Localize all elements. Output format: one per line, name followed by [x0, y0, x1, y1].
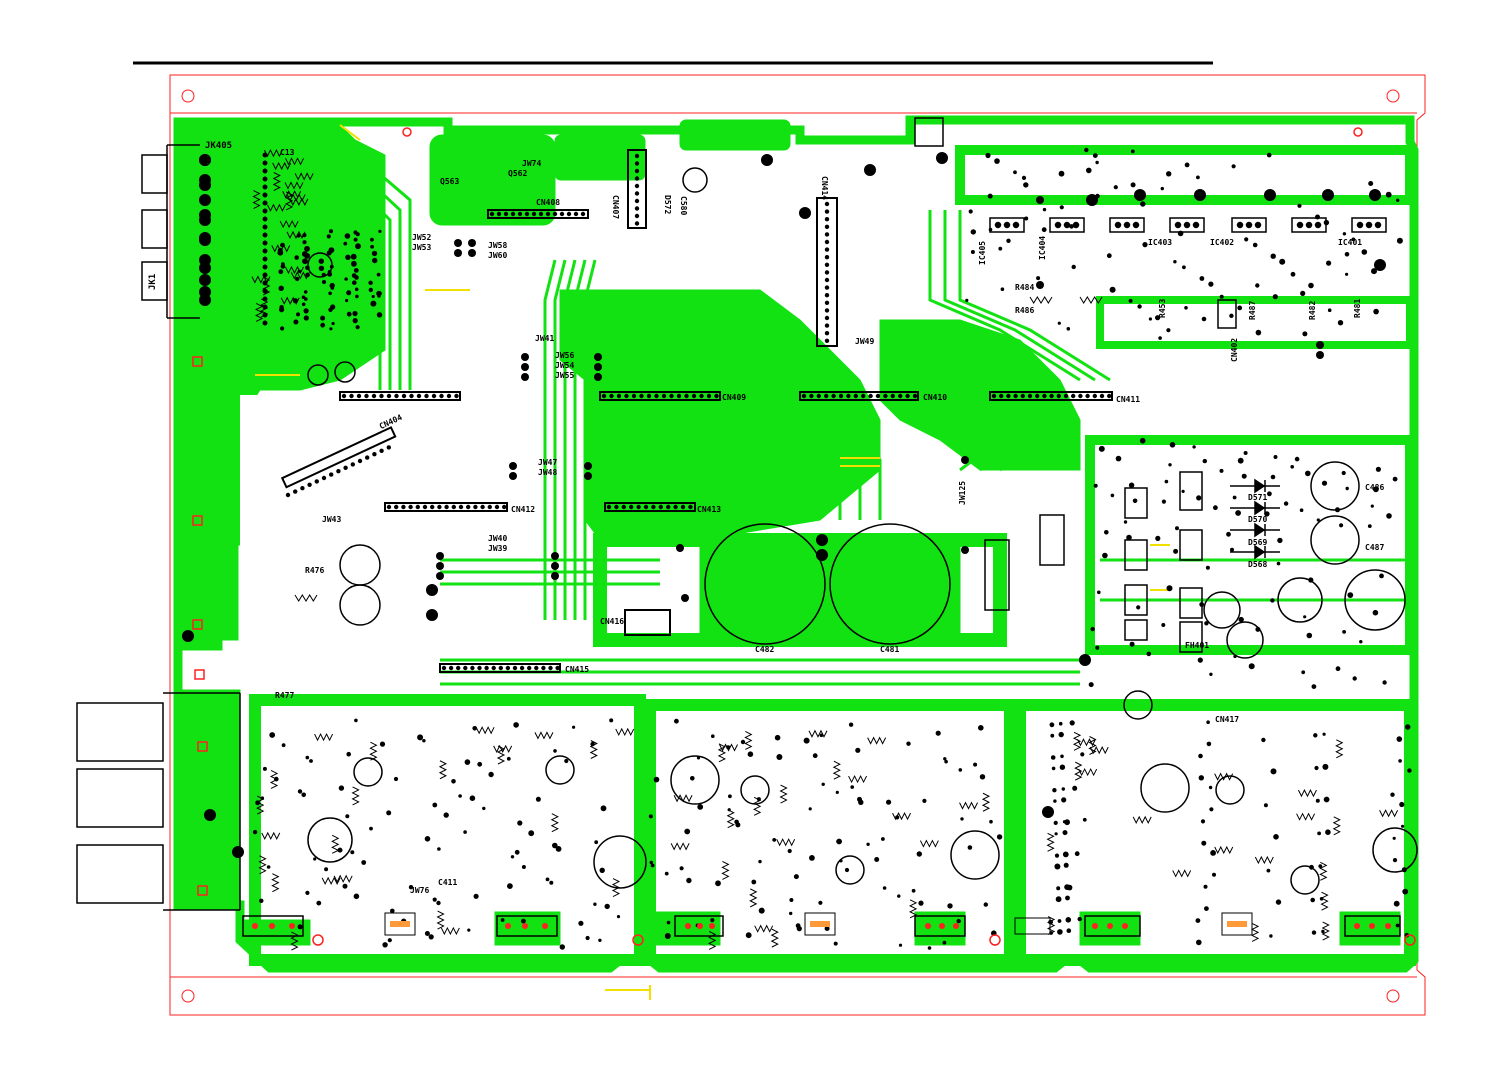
big-capacitors — [307, 167, 1418, 895]
label-jw39: JW39 — [488, 544, 507, 553]
label-r453: R453 — [1158, 299, 1167, 318]
label-cn411: CN411 — [1116, 395, 1140, 404]
label-jk1: JK1 — [148, 274, 158, 290]
board-outline — [169, 74, 1426, 1016]
label-jw48: JW48 — [538, 468, 557, 477]
label-c580: C580 — [679, 196, 688, 215]
capacitor-c481 — [829, 523, 951, 645]
label-r487: R487 — [1248, 301, 1257, 320]
label-cn413: CN413 — [697, 505, 721, 514]
label-r476: R476 — [305, 566, 324, 575]
pin-headers — [280, 149, 1113, 673]
label-ic403: IC403 — [1148, 238, 1172, 247]
label-jw52: JW52 — [412, 233, 431, 242]
label-c482: C482 — [755, 645, 774, 654]
label-jw53: JW53 — [412, 243, 431, 252]
label-jw74: JW74 — [522, 159, 541, 168]
label-cn412: CN412 — [511, 505, 535, 514]
label-cn416: CN416 — [600, 617, 624, 626]
label-r481: R481 — [1353, 299, 1362, 318]
speaker-terminal-3 — [76, 844, 164, 904]
label-jw55: JW55 — [555, 371, 574, 380]
regulator-row — [989, 217, 1387, 233]
red-markers — [192, 127, 1416, 946]
label-jw41: JW41 — [535, 334, 554, 343]
label-jw76: JW76 — [410, 886, 429, 895]
label-jw54: JW54 — [555, 361, 574, 370]
label-c13: C13 — [280, 148, 295, 157]
diode-symbols — [1230, 478, 1280, 560]
label-cn408: CN408 — [536, 198, 560, 207]
label-jw58: JW58 — [488, 241, 507, 250]
silkscreen-labels: JK405 JK1 Q563 JW74 Q562 CN408 CN407 D57… — [148, 141, 1384, 895]
capacitor-c486 — [1310, 461, 1360, 511]
label-jw125: JW125 — [958, 481, 967, 505]
label-ic401: IC401 — [1338, 238, 1362, 247]
resistor-symbols — [251, 148, 1399, 951]
label-fh401: FH401 — [1185, 641, 1209, 650]
rca-jacks — [76, 144, 241, 911]
fuse-holders — [914, 117, 1237, 653]
label-ic404: IC404 — [1038, 236, 1047, 260]
heatsink-clips — [242, 912, 1401, 937]
label-d572: D572 — [663, 195, 672, 214]
yellow-silk-lines — [255, 124, 1170, 1000]
label-cn410: CN410 — [923, 393, 947, 402]
speaker-terminal-1 — [76, 702, 164, 762]
label-jw49: JW49 — [855, 337, 874, 346]
label-cn417: CN417 — [1215, 715, 1239, 724]
label-q563: Q563 — [440, 177, 459, 186]
label-jw60: JW60 — [488, 251, 507, 260]
label-d570: D570 — [1248, 515, 1267, 524]
label-c487: C487 — [1365, 543, 1384, 552]
label-c486: C486 — [1365, 483, 1384, 492]
label-cn415: CN415 — [565, 665, 589, 674]
label-c481: C481 — [880, 645, 899, 654]
label-r486: R486 — [1015, 306, 1034, 315]
label-d569: D569 — [1248, 538, 1267, 547]
label-jw56: JW56 — [555, 351, 574, 360]
label-jk405: JK405 — [205, 141, 232, 151]
label-cn407: CN407 — [611, 195, 620, 219]
label-d571: D571 — [1248, 493, 1267, 502]
label-cn414: CN414 — [820, 176, 829, 200]
label-cn409: CN409 — [722, 393, 746, 402]
label-jw43: JW43 — [322, 515, 341, 524]
label-cn402: CN402 — [1230, 338, 1239, 362]
speaker-terminal-2 — [76, 768, 164, 828]
label-r484: R484 — [1015, 283, 1034, 292]
label-c411: C411 — [438, 878, 457, 887]
label-d568: D568 — [1248, 560, 1267, 569]
label-q562: Q562 — [508, 169, 527, 178]
capacitor-c482 — [704, 523, 826, 645]
capacitor-c487 — [1310, 515, 1360, 565]
label-jw40: JW40 — [488, 534, 507, 543]
copper-layer — [173, 115, 1419, 973]
label-jw47: JW47 — [538, 458, 557, 467]
label-ic405: IC405 — [978, 241, 987, 265]
jack-block-top — [141, 154, 168, 194]
label-ic402: IC402 — [1210, 238, 1234, 247]
label-r482: R482 — [1308, 301, 1317, 320]
label-r477: R477 — [275, 691, 294, 700]
